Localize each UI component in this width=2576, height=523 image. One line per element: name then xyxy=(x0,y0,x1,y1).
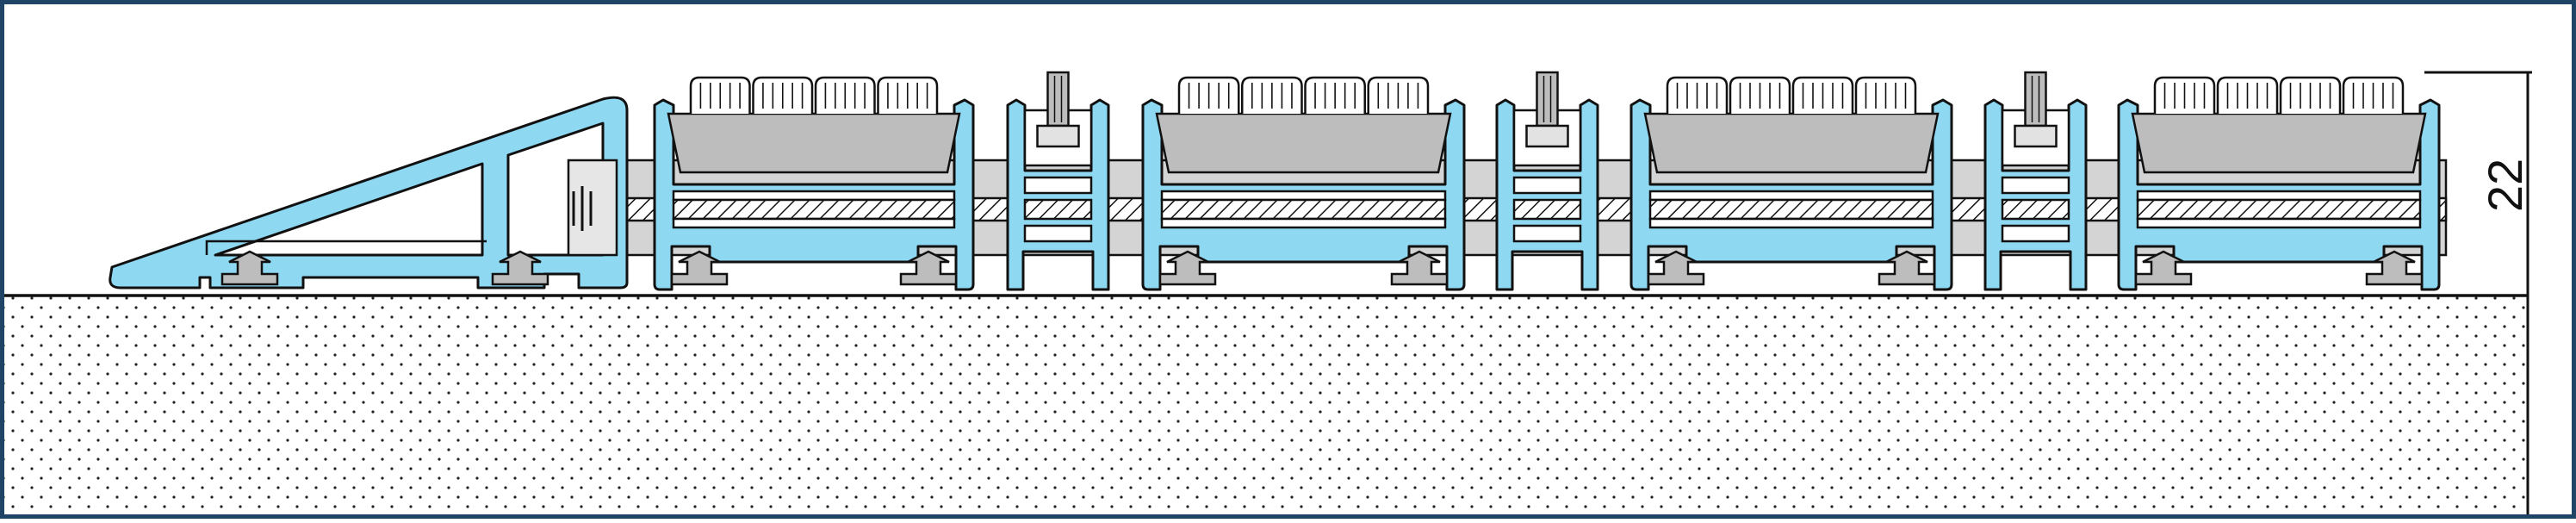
brush-tuft xyxy=(814,76,876,114)
spacer-pin xyxy=(2024,71,2047,128)
floor-substrate xyxy=(4,296,2528,514)
ramp-profile xyxy=(109,96,629,290)
spacer-pin xyxy=(1046,71,1070,128)
foot-left-2 xyxy=(491,250,549,286)
grip-insert-profile-4 xyxy=(2117,76,2441,291)
rubber-insert xyxy=(667,112,961,174)
pin-base xyxy=(1525,124,1569,148)
brush-tuft xyxy=(1177,76,1240,114)
brush-tuft xyxy=(1729,76,1791,114)
rubber-insert xyxy=(1643,112,1940,174)
grip-insert-profile-3 xyxy=(1629,76,1953,291)
foot-rear xyxy=(1390,250,1449,286)
height-dimension: 22 xyxy=(2424,71,2532,296)
chamber-lower xyxy=(1648,217,1934,229)
foot-left-1 xyxy=(220,250,279,286)
chamber-lower xyxy=(2136,217,2422,229)
chamber-upper xyxy=(1023,176,1093,195)
rod-section xyxy=(1512,198,1582,221)
chamber-upper xyxy=(2001,176,2070,195)
chamber-lower xyxy=(1512,224,1582,243)
chamber-lower xyxy=(2001,224,2070,243)
rod-section xyxy=(2136,198,2422,221)
brush-tuft xyxy=(689,76,751,114)
brush-tuft xyxy=(1666,76,1729,114)
foot-rear xyxy=(2365,250,2424,286)
brush-tuft xyxy=(2342,76,2405,114)
brush-tuft xyxy=(1367,76,1430,114)
chamber-upper xyxy=(2136,190,2422,202)
brush-tuft xyxy=(2216,76,2279,114)
rod-section xyxy=(2001,198,2070,221)
rod-section xyxy=(1023,198,1093,221)
brush-tuft xyxy=(2153,76,2216,114)
brush-tuft xyxy=(1854,76,1917,114)
brush-tuft xyxy=(1791,76,1854,114)
foot-rear xyxy=(899,250,958,286)
spacer-pin xyxy=(1536,71,1559,128)
foot-rear xyxy=(1878,250,1936,286)
foot-front xyxy=(2134,250,2193,286)
rod-section xyxy=(1160,198,1447,221)
chamber-upper xyxy=(1512,176,1582,195)
spacer-profile-2 xyxy=(1495,71,1599,291)
pin-base xyxy=(2014,124,2058,148)
rod-section xyxy=(1648,198,1934,221)
chamber-upper xyxy=(1160,190,1447,202)
chamber-lower xyxy=(1023,224,1093,243)
grip-insert-profile-1 xyxy=(653,76,975,291)
rubber-insert xyxy=(2131,112,2427,174)
foot-front xyxy=(670,250,729,286)
brush-tuft xyxy=(752,76,814,114)
foot-front xyxy=(1158,250,1217,286)
spacer-profile-1 xyxy=(1006,71,1110,291)
brush-tuft xyxy=(2279,76,2342,114)
chamber-lower xyxy=(1160,217,1447,229)
rod-section xyxy=(672,198,956,221)
foot-front xyxy=(1647,250,1705,286)
spacer-profile-3 xyxy=(1983,71,2088,291)
brush-tuft xyxy=(1304,76,1366,114)
brush-tuft xyxy=(1241,76,1303,114)
chamber-lower xyxy=(672,217,956,229)
chamber-upper xyxy=(1648,190,1934,202)
brush-tuft xyxy=(877,76,939,114)
height-dimension-label: 22 xyxy=(2478,159,2532,212)
pin-base xyxy=(1036,124,1080,148)
rubber-insert xyxy=(1155,112,1452,174)
grip-insert-profile-2 xyxy=(1141,76,1466,291)
profile-modules xyxy=(653,71,2441,291)
chamber-upper xyxy=(672,190,956,202)
